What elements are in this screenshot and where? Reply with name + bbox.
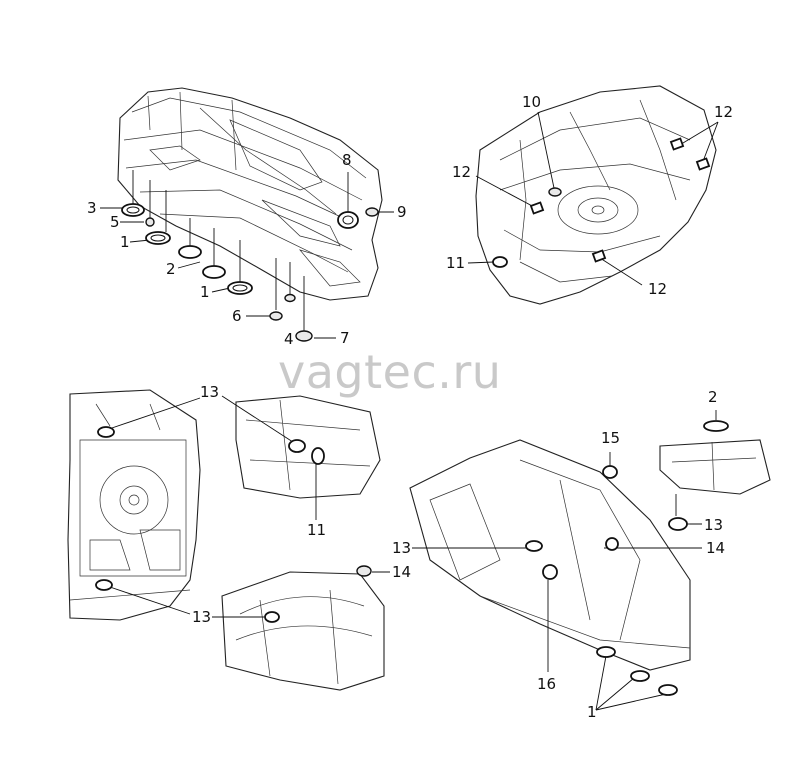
- plug-1b: [227, 281, 253, 295]
- plug-2-roof: [703, 420, 729, 432]
- plug-13-side: [288, 439, 306, 453]
- callout-2b: 2: [708, 388, 718, 406]
- callout-1c: 1: [587, 703, 597, 721]
- callout-3: 3: [87, 199, 97, 217]
- wheel-arch-leaders: [212, 571, 390, 618]
- top-left-plugs: [121, 203, 379, 342]
- bottom-left-plugs: [95, 426, 115, 591]
- tape-12d: [591, 249, 607, 263]
- plug-13-sill: [525, 540, 543, 552]
- plug-1-sill-c: [658, 684, 678, 696]
- plug-1-sill-a: [596, 646, 616, 658]
- callout-8: 8: [342, 151, 352, 169]
- side-member-leaders: [221, 395, 317, 520]
- tape-12c: [695, 157, 711, 171]
- callout-10: 10: [522, 93, 542, 111]
- rear-floor-view: [475, 85, 717, 305]
- callout-12c: 12: [648, 280, 668, 298]
- plug-13-arch: [264, 611, 280, 623]
- callout-7: 7: [340, 329, 350, 347]
- plug-13b: [95, 579, 113, 591]
- top-right-leaders: [467, 111, 719, 286]
- plug-6: [269, 311, 283, 321]
- roof-panel-view: [659, 410, 771, 525]
- tape-12b: [669, 137, 685, 151]
- side-sill-plugs: [525, 465, 678, 696]
- callout-13b: 13: [192, 608, 212, 626]
- callout-5: 5: [110, 213, 120, 231]
- plug-1-sill-b: [630, 670, 650, 682]
- side-sill-leaders: [412, 452, 702, 711]
- plug-7: [295, 330, 313, 342]
- watermark: vagtec.ru: [278, 345, 502, 399]
- plug-5: [145, 217, 155, 227]
- plug-13a: [97, 426, 115, 438]
- plug-2a: [178, 245, 202, 259]
- callout-1a: 1: [120, 233, 130, 251]
- callout-4: 4: [284, 330, 294, 348]
- tape-12a: [529, 201, 545, 215]
- plug-3: [121, 203, 145, 217]
- wheel-arch-view: [221, 571, 385, 691]
- plug-14-sill: [605, 537, 619, 551]
- callout-12b: 12: [714, 103, 734, 121]
- plug-14-arch: [356, 565, 372, 577]
- callout-13d: 13: [392, 539, 412, 557]
- callout-14a: 14: [392, 563, 412, 581]
- plug-8: [337, 211, 359, 229]
- callout-12a: 12: [452, 163, 472, 181]
- plug-10: [548, 187, 562, 197]
- plug-1a: [145, 231, 171, 245]
- rear-panel-view: [67, 389, 201, 621]
- callout-14b: 14: [706, 539, 726, 557]
- callout-16: 16: [537, 675, 557, 693]
- callout-1b: 1: [200, 283, 210, 301]
- plug-9: [365, 207, 379, 217]
- bottom-left-leaders: [103, 397, 201, 615]
- callout-11b: 11: [307, 521, 327, 539]
- plug-11-side: [311, 447, 325, 465]
- callout-15: 15: [601, 429, 621, 447]
- callout-6: 6: [232, 307, 242, 325]
- callout-9: 9: [397, 203, 407, 221]
- plug-2b: [202, 265, 226, 279]
- callout-2: 2: [166, 260, 176, 278]
- plug-15: [602, 465, 618, 479]
- side-member-view: [235, 395, 381, 499]
- top-left-callouts-leaders: [100, 170, 394, 339]
- underbody-floor-panel-view: [117, 87, 383, 301]
- plug-11: [492, 256, 508, 268]
- top-right-plugs: [492, 137, 711, 268]
- side-sill-view: [409, 439, 691, 671]
- plug-16: [542, 564, 558, 580]
- callout-13a: 13: [200, 383, 220, 401]
- callout-13c: 13: [704, 516, 724, 534]
- plug-4: [284, 293, 296, 303]
- callout-11: 11: [446, 254, 466, 272]
- plug-13-roof: [668, 517, 688, 531]
